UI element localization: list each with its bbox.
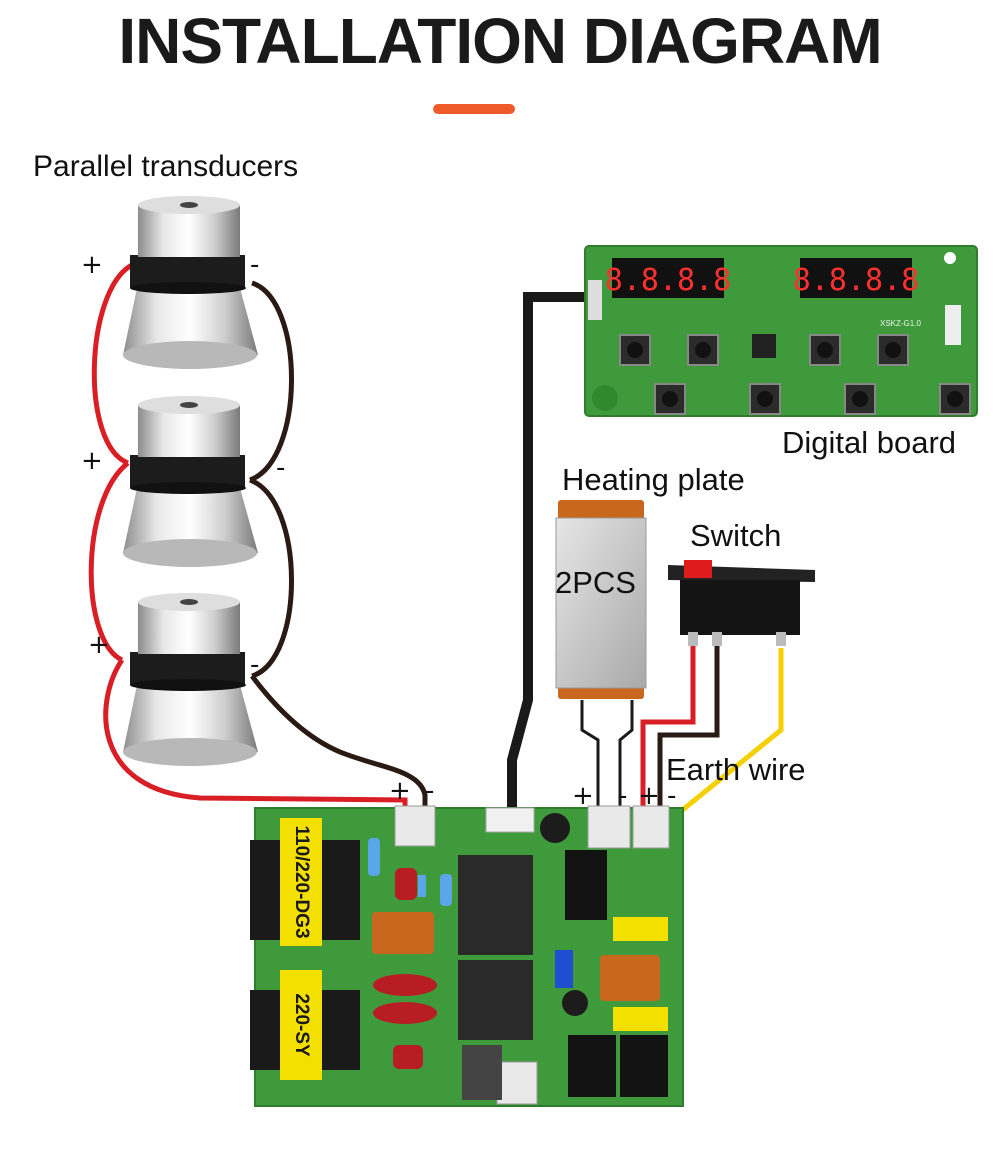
transducer-3 bbox=[123, 593, 258, 766]
heater-wiring bbox=[580, 700, 634, 812]
heating-plate-label: Heating plate bbox=[562, 462, 745, 497]
led-display-1 bbox=[612, 258, 724, 298]
digital-board: 8.8.8.8 8.8.8.8 XSKZ-G1.0 bbox=[584, 245, 978, 417]
rocker-switch bbox=[668, 560, 815, 646]
film-capacitor bbox=[373, 974, 437, 996]
polarity-minus-2: - bbox=[276, 453, 286, 483]
transducer-terminal bbox=[394, 805, 436, 847]
power-polarity-minus: - bbox=[667, 781, 677, 811]
led-display-1-digits: 8.8.8.8 bbox=[605, 263, 731, 298]
heater-polarity-plus: + bbox=[572, 781, 594, 811]
positive-wire-2-3 bbox=[88, 461, 130, 663]
positive-wire-1-2 bbox=[91, 262, 134, 466]
heating-plate bbox=[555, 500, 647, 699]
polarity-minus-3: - bbox=[250, 650, 260, 680]
power-polarity-plus: + bbox=[638, 781, 660, 811]
switch-label: Switch bbox=[690, 518, 782, 553]
negative-wire-1-2 bbox=[248, 280, 294, 483]
switch-rocker bbox=[684, 560, 712, 578]
transformer-2 bbox=[280, 970, 322, 1080]
switch-wiring bbox=[640, 645, 784, 814]
board-model: XSKZ-G1.0 bbox=[880, 319, 921, 328]
positive-wire-to-board bbox=[103, 658, 408, 815]
buzzer bbox=[592, 385, 618, 411]
relay bbox=[620, 1035, 668, 1097]
inductor-1 bbox=[372, 912, 434, 954]
polarity-minus-1: - bbox=[250, 250, 260, 280]
title-underline bbox=[433, 104, 515, 114]
negative-wire-to-board bbox=[250, 674, 428, 815]
transducer-1 bbox=[123, 196, 258, 369]
negative-wire-2-3 bbox=[248, 477, 294, 679]
power-board: 110/220-DG3 220-SY bbox=[250, 805, 684, 1107]
board-polarity-plus: + bbox=[389, 776, 411, 806]
led-display-2 bbox=[800, 258, 912, 298]
polarity-plus-1: + bbox=[81, 250, 103, 280]
board-polarity-minus: - bbox=[425, 776, 435, 806]
output-terminal bbox=[496, 1061, 538, 1105]
heater-terminal bbox=[587, 805, 631, 849]
power-terminal bbox=[632, 805, 670, 849]
earth-wire-label: Earth wire bbox=[666, 752, 806, 787]
transducer-2 bbox=[123, 396, 258, 567]
led-display-2-digits: 8.8.8.8 bbox=[793, 263, 919, 298]
heatsink-2 bbox=[458, 960, 533, 1040]
transducers-label: Parallel transducers bbox=[33, 150, 299, 183]
transformer-1 bbox=[280, 818, 322, 946]
transformer-1-label: 110/220-DG3 bbox=[291, 825, 312, 938]
heater-polarity-minus: - bbox=[618, 781, 628, 811]
heater-quantity-label: 2PCS bbox=[555, 565, 636, 600]
digital-board-cable bbox=[507, 292, 588, 815]
board-connector bbox=[588, 280, 602, 320]
digital-board-label: Digital board bbox=[782, 425, 957, 460]
transformer-2-label: 220-SY bbox=[291, 993, 312, 1057]
heatsink-1 bbox=[458, 855, 533, 955]
inductor-2 bbox=[600, 955, 660, 1001]
expansion-connector bbox=[945, 305, 961, 345]
display-connector bbox=[485, 807, 535, 833]
mcu-chip bbox=[752, 334, 776, 358]
page-title: INSTALLATION DIAGRAM bbox=[118, 5, 882, 77]
tact-button bbox=[809, 334, 841, 366]
transducer-wiring bbox=[88, 262, 428, 815]
electrolytic-capacitor bbox=[540, 813, 570, 843]
relay bbox=[568, 1035, 616, 1097]
film-capacitor bbox=[373, 1002, 437, 1024]
tact-button bbox=[654, 383, 686, 415]
relay bbox=[565, 850, 607, 920]
polarity-plus-2: + bbox=[81, 446, 103, 476]
polarity-plus-3: + bbox=[88, 630, 110, 660]
